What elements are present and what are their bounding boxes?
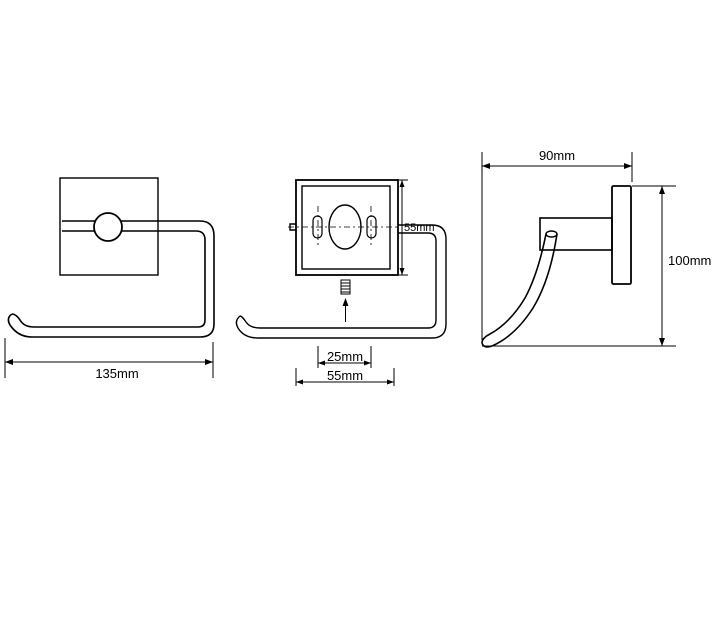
side-height-dimension <box>482 185 676 347</box>
plate-width-dimension <box>295 368 395 386</box>
side-height-label: 100mm <box>668 253 711 268</box>
front-rod-inner <box>11 230 206 328</box>
side-depth-dimension <box>481 152 633 340</box>
side-rosette <box>611 185 632 285</box>
front-dimension <box>4 338 214 378</box>
front-wall-plate <box>59 177 159 276</box>
side-view <box>481 185 632 348</box>
mounting-rod-outer <box>235 224 447 339</box>
mounting-centerlines <box>288 206 400 248</box>
front-dim-arrow-left <box>5 359 13 365</box>
mounting-height-label: 55mm <box>404 222 435 234</box>
front-dim-arrow-right <box>205 359 213 365</box>
side-depth-label: 90mm <box>539 148 575 163</box>
side-arm <box>539 217 613 251</box>
mounting-view <box>235 179 447 339</box>
front-rosette <box>93 212 123 242</box>
mounting-plate-inner <box>301 185 391 270</box>
side-rod-cap <box>545 230 558 238</box>
mounting-plate-outer <box>295 179 399 276</box>
set-screw <box>340 279 351 322</box>
side-rod-outer <box>481 233 558 348</box>
front-width-label: 135mm <box>95 366 138 381</box>
set-screw-arrow-head <box>342 298 349 306</box>
mounting-height-dimension <box>398 179 408 276</box>
mounting-rod-inner <box>239 232 437 329</box>
hole-spacing-label: 25mm <box>327 349 363 364</box>
plate-width-label: 55mm <box>327 368 363 383</box>
front-rod-outer <box>7 220 215 338</box>
hole-spacing-dimension <box>317 346 372 368</box>
front-view <box>7 177 215 338</box>
set-screw-body <box>340 279 351 295</box>
